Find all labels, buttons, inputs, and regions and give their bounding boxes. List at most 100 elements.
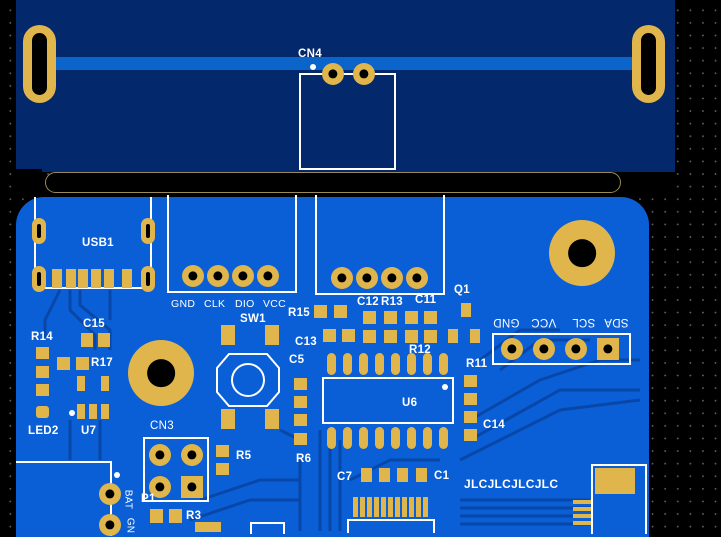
right-mount-slot[interactable] [632, 25, 665, 103]
bottom-right-component-pad[interactable] [595, 468, 635, 494]
usb1-pin-6[interactable] [122, 269, 132, 288]
bottom-right-component-outline[interactable] [591, 464, 647, 534]
r14-pad-2[interactable] [36, 366, 49, 378]
c12-pad-1[interactable] [363, 311, 376, 324]
u7-pad-bot-1[interactable] [77, 404, 85, 419]
header-gnd-pin[interactable] [182, 265, 204, 287]
header-vcc-pin[interactable] [257, 265, 279, 287]
header-clk-pin[interactable] [207, 265, 229, 287]
i2c-gnd-label: GND [493, 316, 520, 328]
c15-pad-2[interactable] [98, 333, 110, 347]
r11-pad-1[interactable] [464, 375, 477, 387]
header-middle-outline[interactable] [315, 195, 445, 295]
c14-pad-2[interactable] [464, 429, 477, 441]
r14-pad-1[interactable] [36, 347, 49, 359]
left-mount-slot[interactable] [23, 25, 56, 103]
c14-label: C14 [483, 419, 505, 431]
battery-gnd-pin[interactable] [99, 514, 121, 536]
c11-pad-1[interactable] [405, 311, 418, 324]
usb1-pin-3[interactable] [78, 269, 88, 288]
battery-pin1-marker [114, 472, 120, 478]
top-board-right-edge [620, 172, 675, 196]
sw1-pad-tl[interactable] [221, 325, 235, 345]
header-dio-pin[interactable] [232, 265, 254, 287]
usb1-pin-2[interactable] [66, 269, 76, 288]
mount-hole-left[interactable] [128, 340, 194, 406]
header-middle-pin-4[interactable] [406, 267, 428, 289]
usb1-shield-pad-tl[interactable] [32, 218, 46, 244]
c7-pad-2[interactable] [379, 468, 390, 482]
usb1-shield-pad-tr[interactable] [141, 218, 155, 244]
i2c-scl-pin[interactable] [565, 338, 587, 360]
bottom-pad-1[interactable] [195, 522, 221, 532]
usb1-pin-1[interactable] [52, 269, 62, 288]
r15-pad-1[interactable] [314, 305, 327, 318]
led2-pad-2[interactable] [36, 406, 49, 418]
cn4-outline[interactable] [299, 73, 396, 170]
cn3-pin-1[interactable] [149, 444, 171, 466]
sw1-pad-tr[interactable] [265, 325, 279, 345]
r3-pad-2[interactable] [169, 509, 182, 523]
c1-pad-1[interactable] [397, 468, 408, 482]
header-middle-pin-3[interactable] [381, 267, 403, 289]
r5-pad-1[interactable] [216, 445, 229, 457]
q1-pad-2[interactable] [448, 329, 458, 343]
r17-pad-1[interactable] [57, 357, 70, 370]
u7-pad-bot-3[interactable] [101, 404, 109, 419]
u7-pad-top-2[interactable] [101, 376, 109, 391]
led2-pad-1[interactable] [36, 384, 49, 396]
r5-pad-2[interactable] [216, 463, 229, 475]
header-tm1637-outline[interactable] [167, 195, 297, 293]
r13-pad-2[interactable] [384, 330, 397, 343]
r13-pad-1[interactable] [384, 311, 397, 324]
usb1-pin-5[interactable] [104, 269, 114, 288]
p1-label: P1 [141, 493, 156, 505]
i2c-sda-label: SDA [604, 316, 629, 328]
usb1-pin-4[interactable] [91, 269, 101, 288]
i2c-header-outline[interactable] [492, 333, 631, 365]
r11-pad-2[interactable] [464, 393, 477, 405]
c13-pad-2[interactable] [342, 329, 355, 342]
r6-pad-1[interactable] [294, 414, 307, 426]
cn3-pin-2[interactable] [181, 444, 203, 466]
cn3-outline[interactable] [143, 437, 209, 502]
battery-bat-pin[interactable] [99, 483, 121, 505]
c11-pad-2[interactable] [424, 311, 437, 324]
q1-pad-3[interactable] [470, 329, 480, 343]
i2c-gnd-pin[interactable] [501, 338, 523, 360]
top-board[interactable] [16, 0, 675, 172]
r17-pad-2[interactable] [76, 357, 89, 370]
usb1-shield-pad-bl[interactable] [32, 266, 46, 292]
c12-pad-2[interactable] [363, 330, 376, 343]
sw1-pad-br[interactable] [265, 409, 279, 429]
i2c-sda-pin[interactable] [597, 338, 619, 360]
q1-pad-1[interactable] [461, 303, 471, 317]
c15-label: C15 [83, 318, 105, 330]
sw1-pad-bl[interactable] [221, 409, 235, 429]
i2c-vcc-pin[interactable] [533, 338, 555, 360]
usb1-shield-pad-br[interactable] [141, 266, 155, 292]
u7-pad-bot-2[interactable] [89, 404, 97, 419]
c5-pad-1[interactable] [294, 378, 307, 390]
cn3-pin-4[interactable] [181, 476, 203, 498]
u7-pad-top-1[interactable] [77, 376, 85, 391]
c13-pad-1[interactable] [323, 329, 336, 342]
r6-pad-2[interactable] [294, 433, 307, 445]
c14-pad-1[interactable] [464, 411, 477, 423]
mount-hole-right[interactable] [549, 220, 615, 286]
sw1-button-icon[interactable] [215, 352, 281, 408]
header-middle-pin-1[interactable] [331, 267, 353, 289]
cn4-pin-2[interactable] [353, 63, 375, 85]
r15-pad-2[interactable] [334, 305, 347, 318]
r12-pad-2[interactable] [424, 330, 437, 343]
c5-pad-2[interactable] [294, 396, 307, 408]
r12-pad-1[interactable] [405, 330, 418, 343]
r3-pad-1[interactable] [150, 509, 163, 523]
cn4-pin-1[interactable] [322, 63, 344, 85]
c1-pad-2[interactable] [416, 468, 427, 482]
c7-pad-1[interactable] [361, 468, 372, 482]
c15-pad-1[interactable] [81, 333, 93, 347]
header-middle-pin-2[interactable] [356, 267, 378, 289]
cn3-pin-3[interactable] [149, 476, 171, 498]
u6-outline[interactable] [322, 377, 454, 424]
